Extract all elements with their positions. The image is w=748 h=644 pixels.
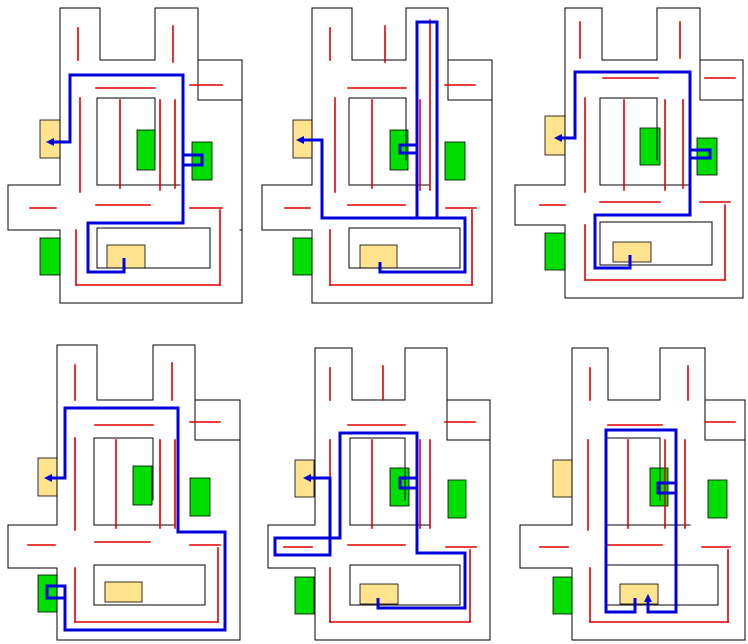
green-zone [132,465,153,506]
yellow-zone [619,583,659,605]
floorplan-panel-4 [7,344,241,641]
yellow-zone [612,241,652,263]
yellow-zone [106,244,146,269]
green-zone [39,237,61,276]
yellow-zone [39,119,61,159]
green-zone [447,479,467,519]
blue-route-path [273,431,467,610]
green-zone [189,477,211,517]
green-zone [294,576,315,615]
blue-route-path [46,73,185,274]
floorplan-panel-5 [267,347,491,641]
green-zone [552,576,573,615]
floorplan-panel-6 [519,347,746,641]
blue-route-path [44,406,227,632]
floorplan-panel-2 [261,7,493,304]
green-zone [136,129,156,171]
blue-route-path [604,428,678,614]
yellow-zone [552,459,573,498]
green-zone [444,141,466,181]
green-zone [707,479,728,519]
yellow-zone [544,115,566,156]
floorplan-panel-1 [7,7,243,304]
blue-route-path [554,70,692,270]
floorplan-panel-3 [514,7,744,299]
yellow-zone [104,581,143,603]
blue-route-path [296,136,467,274]
green-zone [544,232,566,271]
green-zone [292,237,313,276]
green-zone [639,127,661,166]
